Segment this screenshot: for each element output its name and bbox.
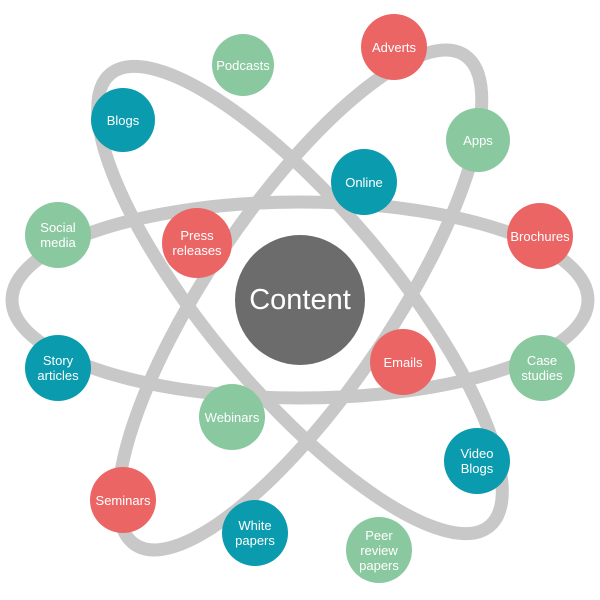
node-brochures-label: Brochures bbox=[510, 228, 570, 244]
node-video-blogs-label: Video Blogs bbox=[460, 446, 494, 476]
orbit-horizontal bbox=[5, 195, 595, 405]
node-apps: Apps bbox=[446, 108, 510, 172]
node-story-articles: Story articles bbox=[25, 335, 91, 401]
node-case-studies-label: Case studies bbox=[521, 353, 563, 383]
node-podcasts-label: Podcasts bbox=[216, 57, 270, 73]
node-peer-review-papers: Peer review papers bbox=[346, 517, 412, 583]
node-emails-label: Emails bbox=[383, 354, 423, 370]
node-case-studies: Case studies bbox=[509, 335, 575, 401]
node-adverts: Adverts bbox=[361, 14, 427, 80]
node-peer-review-papers-label: Peer review papers bbox=[359, 527, 399, 573]
node-blogs: Blogs bbox=[91, 88, 155, 152]
node-story-articles-label: Story articles bbox=[37, 353, 79, 383]
node-blogs-label: Blogs bbox=[106, 112, 140, 128]
node-social-media: Social media bbox=[25, 202, 91, 268]
node-online: Online bbox=[331, 149, 397, 215]
content-center-label: Content bbox=[249, 284, 351, 316]
node-podcasts: Podcasts bbox=[212, 34, 274, 96]
node-webinars: Webinars bbox=[199, 384, 265, 450]
node-press-releases-label: Press releases bbox=[172, 228, 222, 258]
orbit-diagonal-left bbox=[91, 59, 509, 541]
node-adverts-label: Adverts bbox=[371, 39, 417, 55]
node-apps-label: Apps bbox=[463, 132, 493, 148]
node-brochures: Brochures bbox=[507, 203, 573, 269]
node-white-papers: White papers bbox=[222, 500, 288, 566]
node-webinars-label: Webinars bbox=[204, 409, 260, 425]
node-social-media-label: Social media bbox=[40, 220, 76, 250]
node-online-label: Online bbox=[345, 174, 383, 190]
node-video-blogs: Video Blogs bbox=[444, 428, 510, 494]
node-emails: Emails bbox=[370, 329, 436, 395]
node-seminars-label: Seminars bbox=[95, 492, 151, 508]
node-seminars: Seminars bbox=[90, 467, 156, 533]
node-white-papers-label: White papers bbox=[235, 518, 275, 548]
content-center-node: Content bbox=[235, 235, 365, 365]
node-press-releases: Press releases bbox=[162, 208, 232, 278]
